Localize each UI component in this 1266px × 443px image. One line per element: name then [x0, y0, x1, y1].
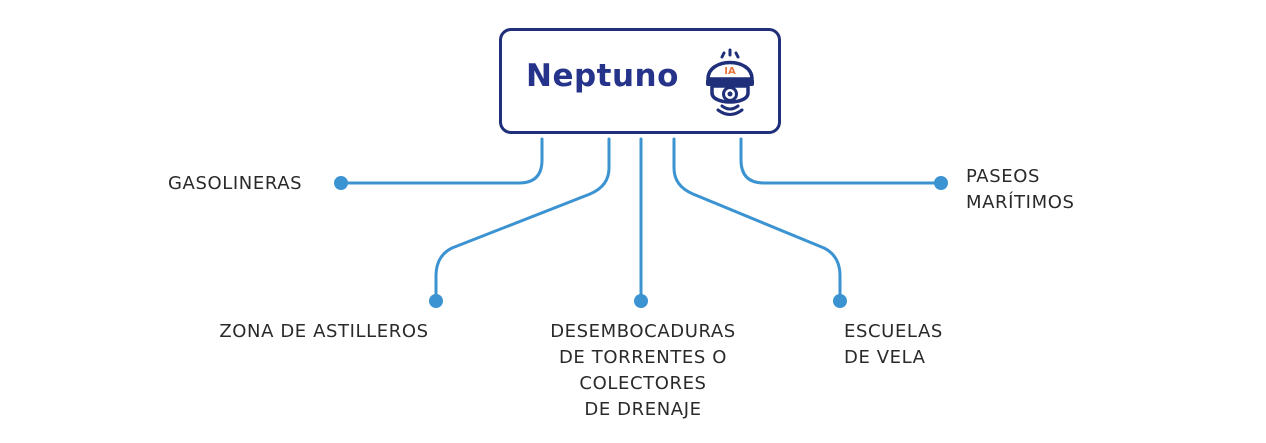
- connector-escuelas-vela: [672, 137, 842, 302]
- node-dot-gasolineras: [334, 176, 348, 190]
- neptuno-brand-box: Neptuno IA: [499, 28, 781, 134]
- connector-zona-astilleros: [434, 137, 611, 302]
- connector-paseos-maritimos: [739, 137, 943, 185]
- connector-gasolineras: [339, 137, 544, 185]
- ai-camera-icon: IA: [706, 48, 754, 116]
- label-zona-astilleros: ZONA DE ASTILLEROS: [219, 321, 429, 342]
- node-dot-escuelas-vela: [833, 294, 847, 308]
- node-dot-zona-astilleros: [429, 294, 443, 308]
- label-paseos-maritimos: PASEOS MARÍTIMOS: [966, 166, 1075, 213]
- label-desembocaduras: DESEMBOCADURAS DE TORRENTES O COLECTORES…: [550, 321, 736, 420]
- label-escuelas-vela: ESCUELAS DE VELA: [844, 321, 943, 368]
- label-gasolineras: GASOLINERAS: [168, 173, 303, 194]
- node-dot-desembocaduras: [634, 294, 648, 308]
- node-dot-paseos-maritimos: [934, 176, 948, 190]
- logo-badge-text: IA: [724, 66, 736, 77]
- brand-name: Neptuno: [526, 58, 679, 94]
